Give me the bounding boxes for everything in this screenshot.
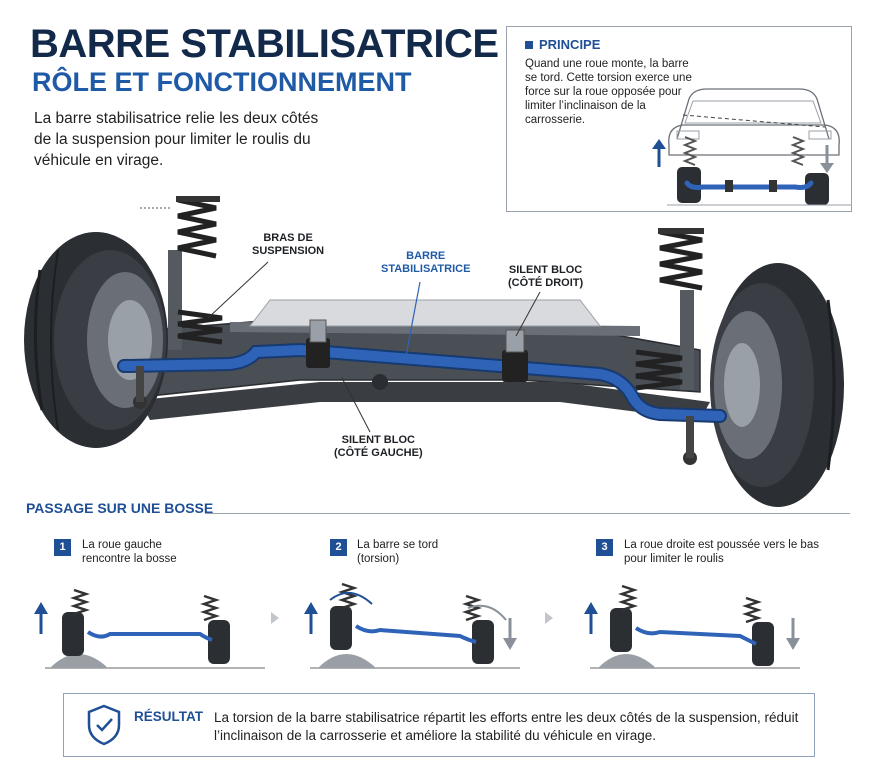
step-2-number: 2 xyxy=(330,539,347,556)
arrow-down-icon xyxy=(820,145,834,173)
arrow-down-icon xyxy=(503,618,517,650)
arrow-up-icon xyxy=(34,602,48,634)
arrow-up-icon xyxy=(584,602,598,634)
stabilizer-bar xyxy=(119,344,725,421)
chevron-right-icon xyxy=(545,612,553,624)
principle-text: Quand une roue monte, la barre se tord. … xyxy=(525,58,692,126)
callout-bushing-left: SILENT BLOC (CÔTÉ GAUCHE) xyxy=(334,434,423,459)
step-1-text: La roue gauche rencontre la bosse xyxy=(82,539,177,565)
chevron-right-icon xyxy=(271,612,279,624)
callout-bushing-right: SILENT BLOC (CÔTÉ DROIT) xyxy=(508,264,584,289)
step-3-number: 3 xyxy=(596,539,613,556)
step-1-illustration xyxy=(34,588,265,669)
step-3-text: La roue droite est poussée vers le bas p… xyxy=(624,539,819,565)
principle-box: PRINCIPE Quand une roue monte, la barre … xyxy=(506,26,852,212)
step-2-text: La barre se tord (torsion) xyxy=(357,539,439,565)
callout-suspension-arm: BRAS DE SUSPENSION xyxy=(252,232,325,257)
step-1-number: 1 xyxy=(54,539,71,556)
step-2-illustration xyxy=(304,582,520,669)
bushing-left xyxy=(306,319,330,368)
principle-heading: PRINCIPE xyxy=(525,37,600,52)
page-subtitle: RÔLE ET FONCTIONNEMENT xyxy=(32,67,412,97)
result-box: RÉSULTAT La torsion de la barre stabilis… xyxy=(63,693,815,757)
right-wheel xyxy=(710,263,844,507)
intro-text: La barre stabilisatrice relie les deux c… xyxy=(34,110,319,169)
page-title: BARRE STABILISATRICE xyxy=(30,22,499,66)
axle-illustration xyxy=(24,196,844,507)
arrow-down-icon xyxy=(786,618,800,650)
bushing-right xyxy=(502,329,528,382)
arrow-up-icon xyxy=(304,602,318,634)
result-label: RÉSULTAT xyxy=(134,709,203,724)
step-3-illustration xyxy=(584,584,800,669)
arrow-up-icon xyxy=(652,139,666,167)
bump-section-title: PASSAGE SUR UNE BOSSE xyxy=(26,500,214,516)
result-text: La torsion de la barre stabilisatrice ré… xyxy=(214,710,799,743)
section-divider xyxy=(205,513,850,514)
square-bullet-icon xyxy=(525,40,533,49)
callout-stabilizer-bar: BARRE STABILISATRICE xyxy=(381,250,471,275)
principle-heading-label: PRINCIPE xyxy=(539,37,601,52)
shield-check-icon xyxy=(87,704,121,746)
principle-car-illustration xyxy=(652,88,851,206)
